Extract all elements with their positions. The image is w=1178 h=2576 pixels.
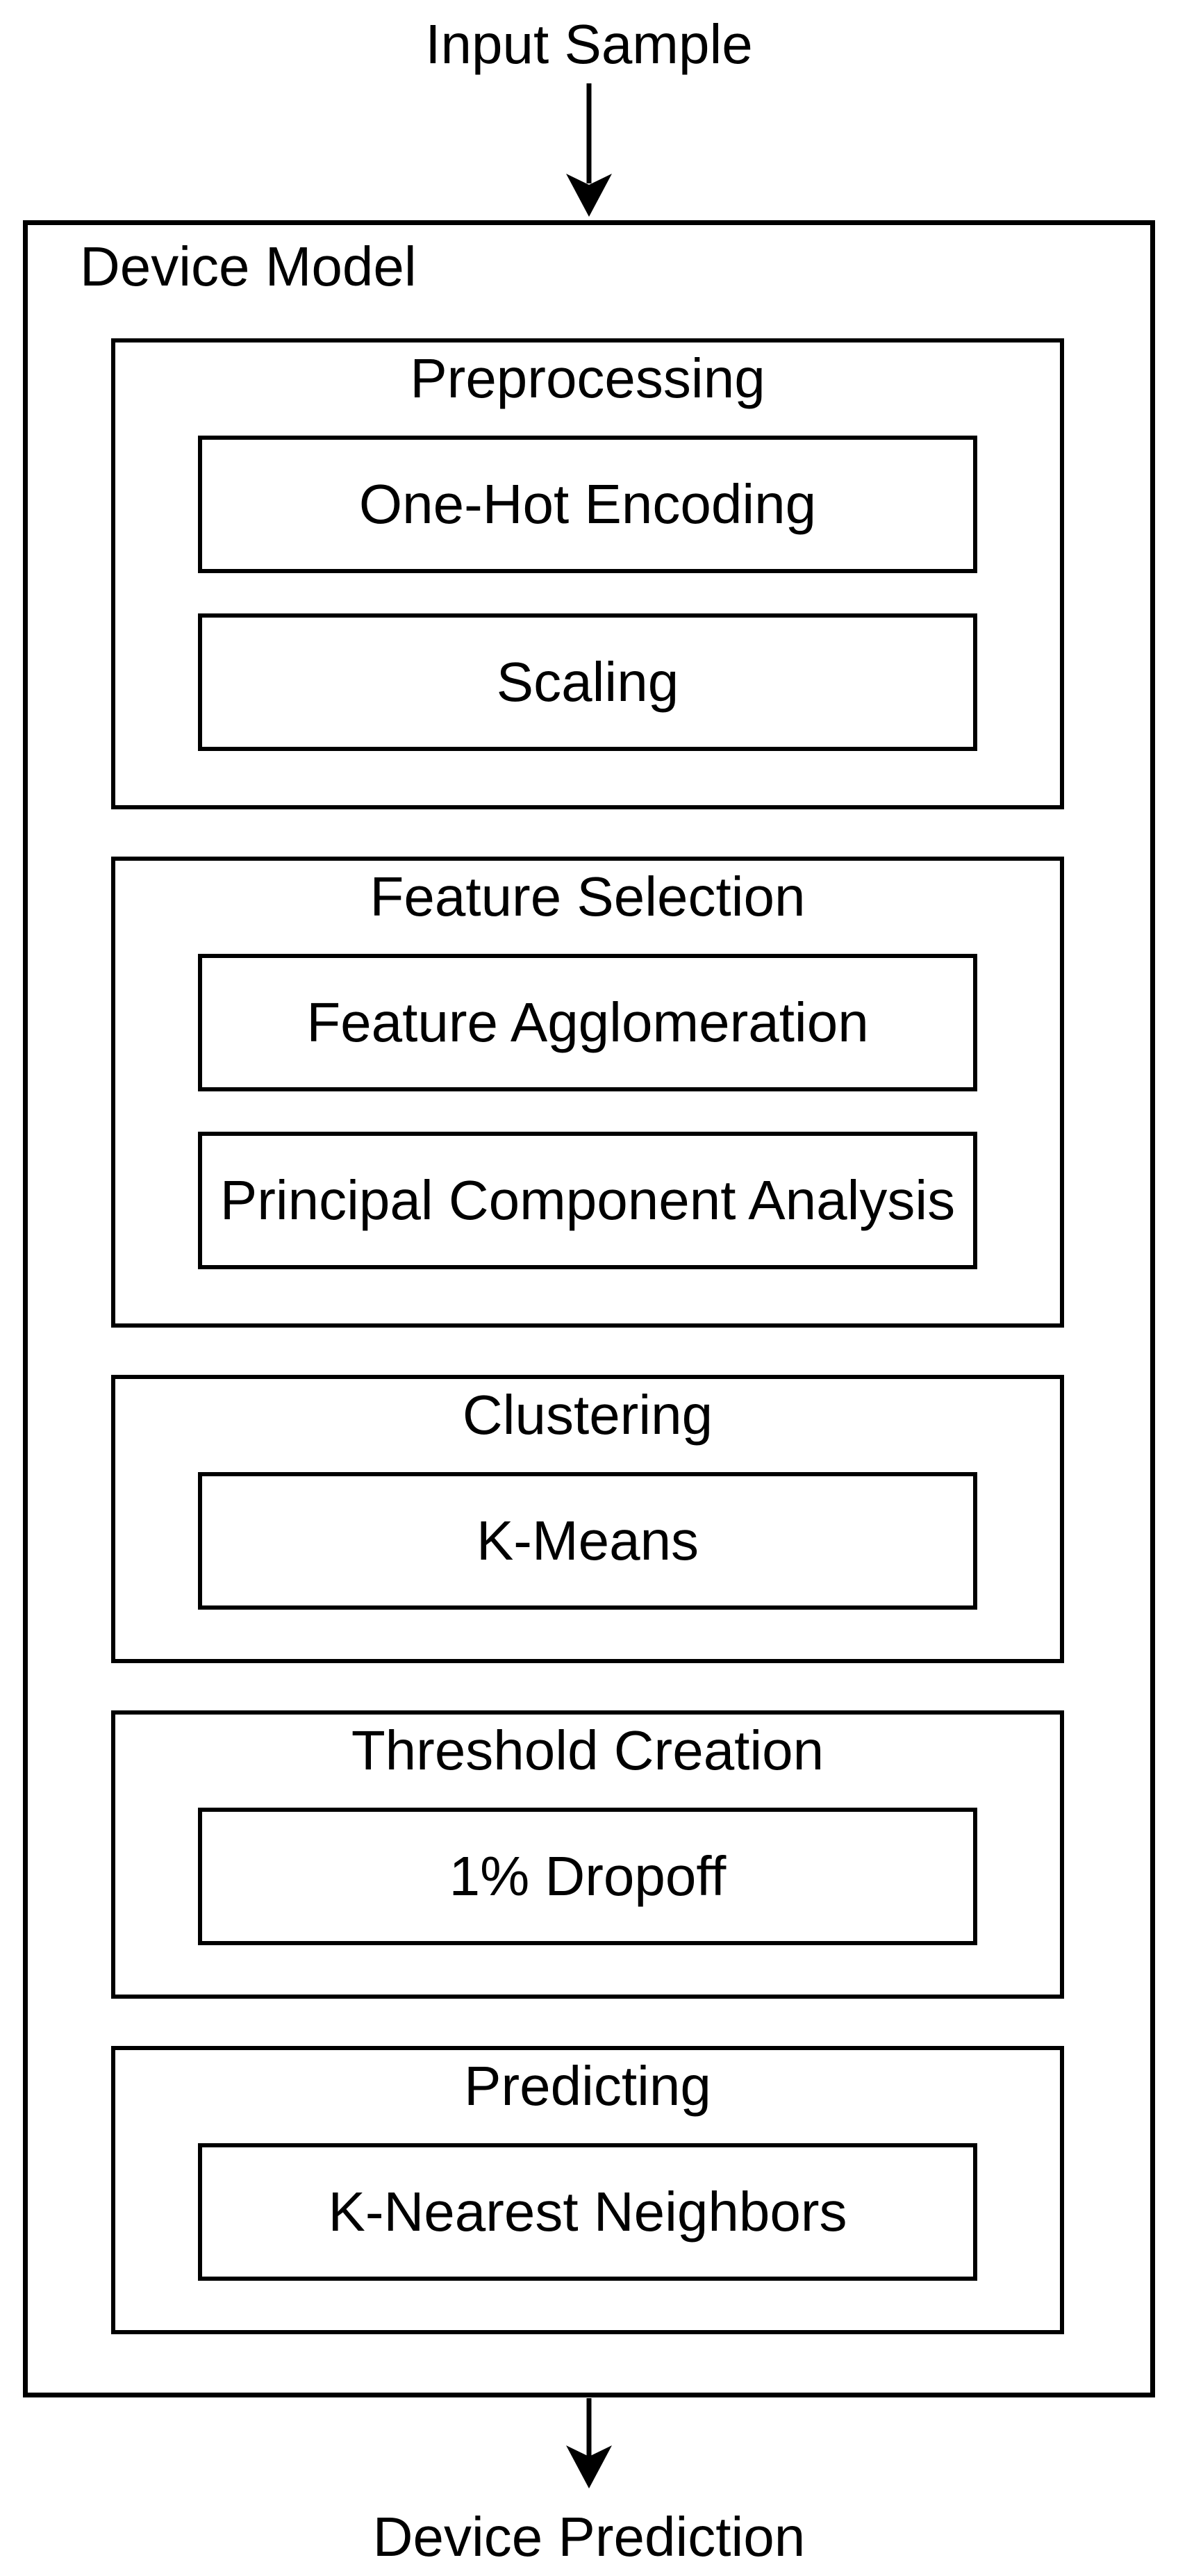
- section-predicting: Predicting K-Nearest Neighbors: [111, 2046, 1064, 2334]
- stage-box-one-hot-encoding: One-Hot Encoding: [198, 436, 977, 573]
- arrow-down-icon: [566, 2398, 612, 2488]
- section-clustering: Clustering K-Means: [111, 1375, 1064, 1663]
- stage-label: 1% Dropoff: [449, 1845, 727, 1907]
- stage-label: Scaling: [496, 651, 679, 713]
- section-title: Preprocessing: [410, 347, 765, 409]
- stage-box-principal-component-analysis: Principal Component Analysis: [198, 1132, 977, 1269]
- section-title: Predicting: [464, 2055, 711, 2117]
- section-title: Threshold Creation: [351, 1719, 824, 1781]
- stage-box-feature-agglomeration: Feature Agglomeration: [198, 954, 977, 1091]
- arrow-down-icon: [566, 83, 612, 217]
- input-sample-label: Input Sample: [425, 13, 753, 75]
- stage-label: One-Hot Encoding: [358, 473, 817, 535]
- section-title: Clustering: [462, 1384, 713, 1446]
- stage-label: K-Means: [476, 1510, 699, 1571]
- stage-box-scaling: Scaling: [198, 613, 977, 751]
- section-preprocessing: Preprocessing One-Hot Encoding Scaling: [111, 338, 1064, 809]
- section-threshold-creation: Threshold Creation 1% Dropoff: [111, 1710, 1064, 1999]
- stage-label: K-Nearest Neighbors: [328, 2181, 847, 2243]
- stage-box-k-nearest-neighbors: K-Nearest Neighbors: [198, 2143, 977, 2281]
- stage-box-1-percent-dropoff: 1% Dropoff: [198, 1808, 977, 1945]
- stage-label: Principal Component Analysis: [219, 1169, 956, 1231]
- section-feature-selection: Feature Selection Feature Agglomeration …: [111, 857, 1064, 1328]
- stage-box-k-means: K-Means: [198, 1472, 977, 1610]
- stage-label: Feature Agglomeration: [306, 991, 869, 1053]
- device-prediction-label: Device Prediction: [372, 2506, 806, 2568]
- device-model-title: Device Model: [80, 236, 417, 297]
- section-title: Feature Selection: [370, 866, 806, 927]
